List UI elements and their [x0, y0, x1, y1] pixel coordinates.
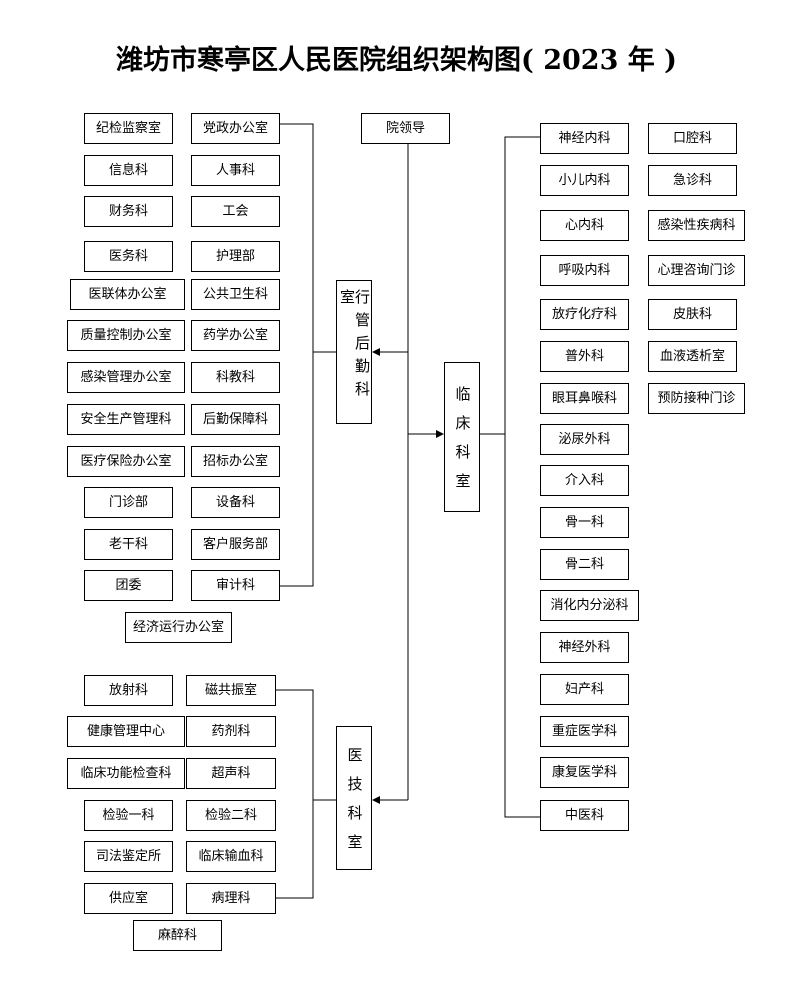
admin-dept-box: 科教科 [191, 362, 280, 393]
clinical-dept-box: 预防接种门诊 [648, 383, 745, 414]
medtech-dept-box: 临床功能检查科 [67, 758, 185, 789]
clinical-dept-box: 重症医学科 [540, 716, 629, 747]
admin-dept-box: 财务科 [84, 196, 173, 227]
medtech-dept-box: 药剂科 [186, 716, 276, 747]
admin-dept-box: 审计科 [191, 570, 280, 601]
admin-dept-box: 工会 [191, 196, 280, 227]
admin-group-label: 行管后勤科室 [338, 289, 371, 404]
clinical-dept-box: 神经内科 [540, 123, 629, 154]
admin-dept-box: 感染管理办公室 [67, 362, 185, 393]
clinical-bracket [504, 136, 540, 818]
medtech-dept-box: 检验二科 [186, 800, 276, 831]
admin-dept-box: 质量控制办公室 [67, 320, 185, 351]
clinical-dept-box: 心理咨询门诊 [648, 255, 745, 286]
admin-dept-box: 后勤保障科 [191, 404, 280, 435]
clinical-dept-box: 放疗化疗科 [540, 299, 629, 330]
clinical-dept-box: 皮肤科 [648, 299, 737, 330]
clinical-dept-box: 骨一科 [540, 507, 629, 538]
admin-dept-box: 经济运行办公室 [125, 612, 232, 643]
admin-dept-box: 人事科 [191, 155, 280, 186]
admin-dept-box: 招标办公室 [191, 446, 280, 477]
medtech-dept-box: 临床输血科 [186, 841, 276, 872]
admin-bracket [280, 123, 314, 587]
medtech-bracket [276, 689, 314, 899]
admin-dept-box: 纪检监察室 [84, 113, 173, 144]
clinical-group-label: 临床科室 [453, 386, 472, 502]
admin-dept-box: 老干科 [84, 529, 173, 560]
medtech-group-box: 医技科室 [336, 726, 372, 870]
admin-dept-box: 护理部 [191, 241, 280, 272]
admin-dept-box: 公共卫生科 [191, 279, 280, 310]
clinical-dept-box: 急诊科 [648, 165, 737, 196]
clinical-dept-box: 口腔科 [648, 123, 737, 154]
medtech-dept-box: 健康管理中心 [67, 716, 185, 747]
admin-dept-box: 医疗保险办公室 [67, 446, 185, 477]
admin-dept-box: 门诊部 [84, 487, 173, 518]
clinical-dept-box: 普外科 [540, 341, 629, 372]
clinical-dept-box: 消化内分泌科 [540, 590, 639, 621]
medtech-dept-box: 供应室 [84, 883, 173, 914]
leadership-box: 院领导 [361, 113, 450, 144]
clinical-group-box: 临床科室 [444, 362, 480, 512]
clinical-dept-box: 呼吸内科 [540, 255, 629, 286]
clinical-dept-box: 骨二科 [540, 549, 629, 580]
clinical-dept-box: 介入科 [540, 465, 629, 496]
clinical-dept-box: 眼耳鼻喉科 [540, 383, 629, 414]
medtech-dept-box: 麻醉科 [133, 920, 222, 951]
admin-dept-box: 药学办公室 [191, 320, 280, 351]
admin-dept-box: 客户服务部 [191, 529, 280, 560]
admin-dept-box: 安全生产管理科 [67, 404, 185, 435]
clinical-dept-box: 心内科 [540, 210, 629, 241]
medtech-dept-box: 超声科 [186, 758, 276, 789]
admin-dept-box: 设备科 [191, 487, 280, 518]
admin-dept-box: 医联体办公室 [70, 279, 185, 310]
medtech-group-label: 医技科室 [345, 747, 364, 863]
medtech-dept-box: 病理科 [186, 883, 276, 914]
clinical-dept-box: 小儿内科 [540, 165, 629, 196]
clinical-dept-box: 血液透析室 [648, 341, 737, 372]
clinical-dept-box: 妇产科 [540, 674, 629, 705]
medtech-dept-box: 司法鉴定所 [84, 841, 173, 872]
clinical-dept-box: 康复医学科 [540, 757, 629, 788]
clinical-dept-box: 神经外科 [540, 632, 629, 663]
medtech-dept-box: 检验一科 [84, 800, 173, 831]
medtech-dept-box: 磁共振室 [186, 675, 276, 706]
clinical-dept-box: 泌尿外科 [540, 424, 629, 455]
admin-dept-box: 医务科 [84, 241, 173, 272]
admin-dept-box: 团委 [84, 570, 173, 601]
medtech-dept-box: 放射科 [84, 675, 173, 706]
chart-title: 潍坊市寒亭区人民医院组织架构图( 2023 年 ) [116, 45, 677, 76]
clinical-dept-box: 中医科 [540, 800, 629, 831]
admin-group-box: 行管后勤科室 [336, 280, 372, 424]
clinical-dept-box: 感染性疾病科 [648, 210, 745, 241]
admin-dept-box: 信息科 [84, 155, 173, 186]
admin-dept-box: 党政办公室 [191, 113, 280, 144]
